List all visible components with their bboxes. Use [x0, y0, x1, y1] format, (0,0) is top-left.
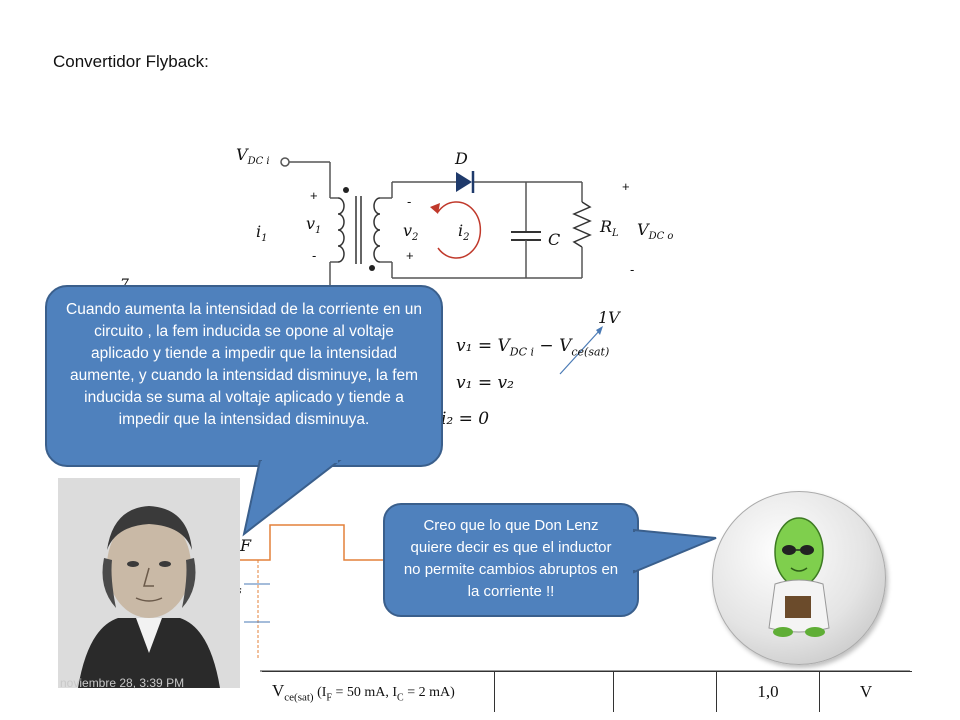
v2-plus: + — [406, 248, 414, 263]
vout-minus: - — [630, 262, 635, 277]
v2-label: v2 — [403, 221, 419, 244]
spec-table: Vce(sat) (IF = 50 mA, IC = 2 mA) 1,0 V — [262, 671, 912, 712]
equation-v1-v2: v₁ = v₂ — [456, 373, 514, 393]
student-callout-tail — [632, 528, 717, 574]
v2-minus: - — [407, 194, 412, 209]
value-cell: 1,0 — [716, 671, 820, 712]
primary-coil — [337, 197, 345, 263]
i1-label: i1 — [256, 222, 268, 245]
student-callout-bubble: Creo que lo que Don Lenz quiere decir es… — [383, 503, 639, 617]
slide-title: Convertidor Flyback: — [53, 52, 209, 71]
vdc-in-label: VDC i — [236, 145, 270, 168]
note-1v: 1V — [598, 308, 620, 327]
slide-date-footer: noviembre 28, 3:39 PM — [60, 676, 185, 690]
input-terminal — [280, 157, 290, 167]
v1-minus: - — [312, 248, 317, 263]
v1-plus: + — [310, 188, 318, 203]
current-loop-arrow — [437, 201, 482, 259]
waveform-label: F — [240, 536, 252, 555]
i2-label: i2 — [458, 221, 470, 244]
load-label: RL — [600, 217, 619, 240]
lenz-callout-tail — [242, 460, 342, 537]
table-row: Vce(sat) (IF = 50 mA, IC = 2 mA) 1,0 V — [262, 671, 912, 712]
load-resistor — [572, 201, 592, 248]
param-cell: Vce(sat) (IF = 50 mA, IC = 2 mA) — [262, 671, 495, 712]
pulse-waveform — [238, 524, 384, 561]
v1-label: v1 — [306, 214, 322, 237]
empty-cell-1 — [494, 671, 614, 712]
diode-symbol — [456, 172, 472, 192]
empty-cell-2 — [613, 671, 717, 712]
capacitor-label: C — [548, 230, 561, 249]
unit-cell: V — [819, 671, 912, 712]
equation-v1-vdc: v₁ = VDC i − Vce(sat) — [456, 336, 610, 359]
secondary-coil — [373, 197, 381, 263]
vout-plus: + — [622, 179, 630, 194]
diode-label: D — [455, 149, 468, 168]
character-badge — [712, 491, 886, 665]
equation-i2-zero: i₂ = 0 — [441, 409, 490, 429]
lenz-callout-bubble: Cuando aumenta la intensidad de la corri… — [45, 285, 443, 467]
lenz-portrait — [58, 478, 240, 688]
vdc-out-label: VDC o — [637, 220, 674, 243]
